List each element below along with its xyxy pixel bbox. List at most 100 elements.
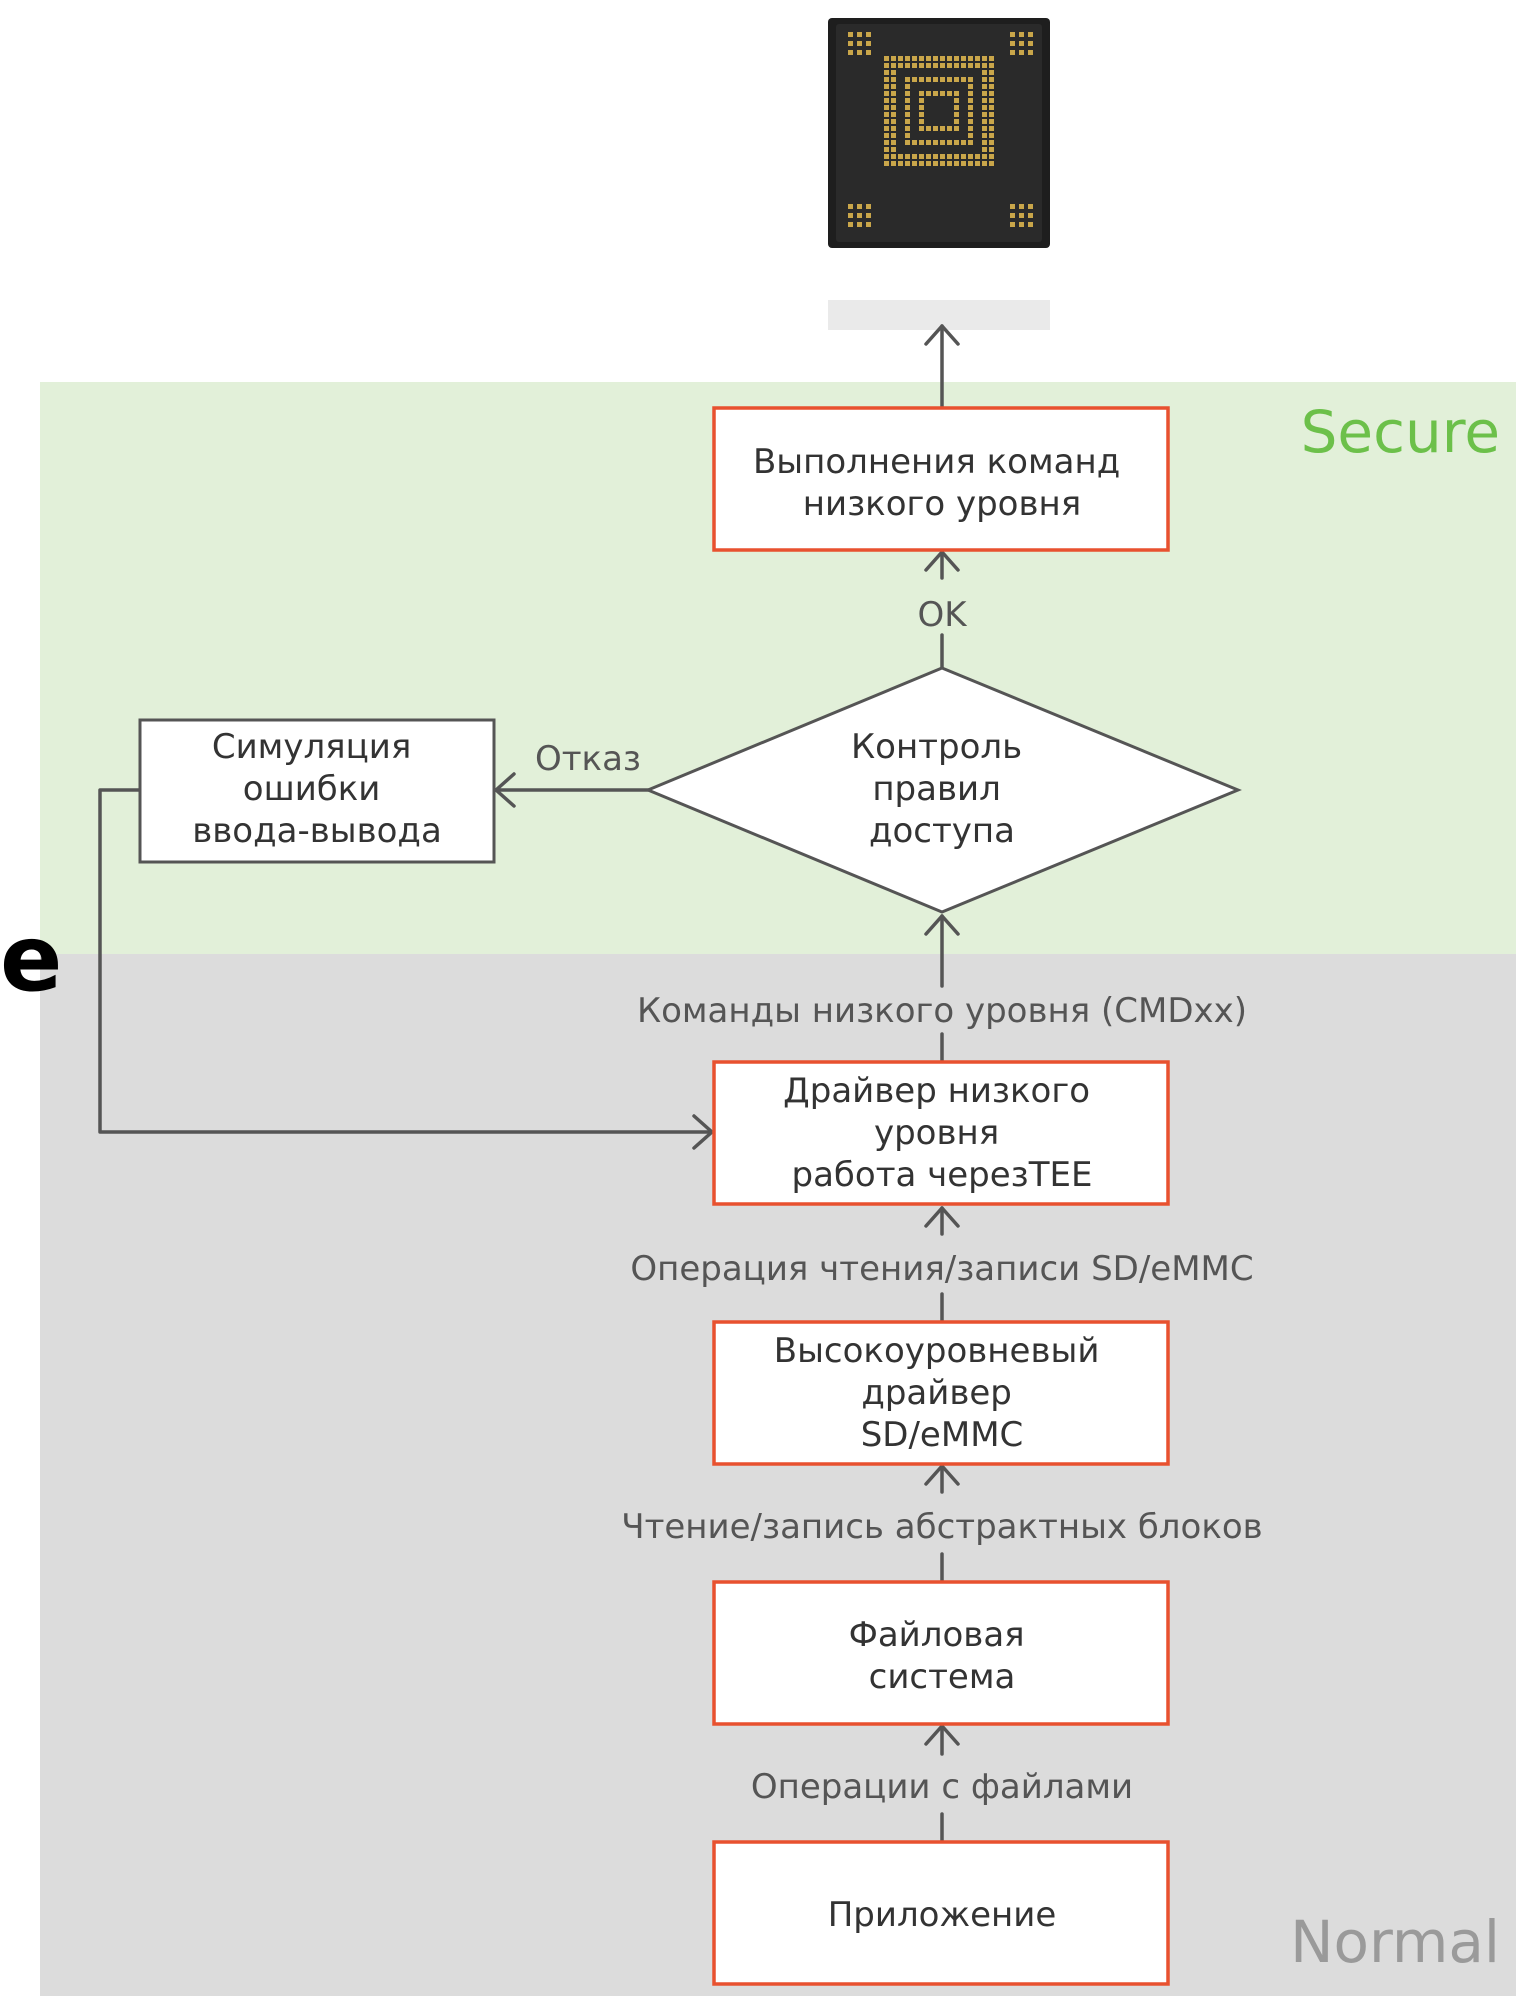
exec-node-label: Выполнения команд низкого уровня bbox=[753, 442, 1131, 524]
chip-ball bbox=[933, 126, 938, 131]
chip-ball bbox=[940, 154, 945, 159]
chip-ball bbox=[968, 77, 973, 82]
chip-ball bbox=[989, 105, 994, 110]
chip-ball bbox=[891, 91, 896, 96]
chip-ball bbox=[891, 84, 896, 89]
io-error-simulation-node bbox=[138, 718, 496, 864]
chip-ball bbox=[940, 56, 945, 61]
lldriver-node-label: Драйвер низкого уровня работа черезTEE bbox=[783, 1071, 1101, 1195]
chip-ball bbox=[1019, 222, 1024, 227]
chip-ball bbox=[891, 154, 896, 159]
chip-ball bbox=[884, 147, 889, 152]
chip-ball bbox=[905, 91, 910, 96]
chip-ball bbox=[1019, 50, 1024, 55]
chip-ball bbox=[866, 32, 871, 37]
chip-ball bbox=[912, 154, 917, 159]
chip-ball bbox=[891, 140, 896, 145]
chip-ball bbox=[848, 204, 853, 209]
chip-ball bbox=[866, 213, 871, 218]
chip-ball bbox=[989, 98, 994, 103]
chip-ball bbox=[1010, 50, 1015, 55]
chip-ball bbox=[905, 133, 910, 138]
chip-ball bbox=[982, 119, 987, 124]
chip-ball bbox=[884, 161, 889, 166]
chip-ball bbox=[989, 91, 994, 96]
reject-arrow-head bbox=[494, 772, 516, 808]
chip-ball bbox=[857, 41, 862, 46]
chip-ball bbox=[1028, 50, 1033, 55]
chip-ball bbox=[905, 98, 910, 103]
chip-ball bbox=[1010, 222, 1015, 227]
chip-ball bbox=[884, 56, 889, 61]
chip-ball bbox=[919, 154, 924, 159]
chip-ball bbox=[982, 105, 987, 110]
chip-ball bbox=[954, 140, 959, 145]
chip-ball bbox=[989, 147, 994, 152]
chip-ball bbox=[989, 63, 994, 68]
chip-ball bbox=[905, 112, 910, 117]
chip-ball bbox=[968, 154, 973, 159]
chip-ball bbox=[891, 133, 896, 138]
chip-ball bbox=[982, 161, 987, 166]
chip-ball bbox=[961, 77, 966, 82]
chip-ball bbox=[866, 222, 871, 227]
chip-ball bbox=[933, 77, 938, 82]
chip-ball bbox=[1028, 204, 1033, 209]
chip-ball bbox=[947, 56, 952, 61]
chip-ball bbox=[968, 105, 973, 110]
chip-ball bbox=[989, 161, 994, 166]
sim-feedback-arrow-head bbox=[692, 1114, 714, 1150]
chip-ball bbox=[905, 105, 910, 110]
chip-ball bbox=[884, 105, 889, 110]
chip-ball bbox=[866, 41, 871, 46]
chip-ball bbox=[968, 98, 973, 103]
rw-sd-edge-label: Операция чтения/записи SD/eMMC bbox=[630, 1249, 1253, 1289]
chip-ball bbox=[940, 91, 945, 96]
chip-ball bbox=[891, 112, 896, 117]
chip-ball bbox=[1019, 41, 1024, 46]
chip-ball bbox=[926, 161, 931, 166]
chip-ball bbox=[940, 161, 945, 166]
chip-ball bbox=[947, 161, 952, 166]
chip-ball bbox=[947, 63, 952, 68]
chip-ball bbox=[982, 112, 987, 117]
chip-ball bbox=[940, 77, 945, 82]
chip-ball bbox=[919, 161, 924, 166]
secure-zone-label: Secure bbox=[1301, 398, 1500, 466]
chip-ball bbox=[912, 161, 917, 166]
chip-ball bbox=[968, 56, 973, 61]
chip-ball bbox=[989, 133, 994, 138]
chip-ball bbox=[982, 63, 987, 68]
chip-ball bbox=[919, 140, 924, 145]
chip-ball bbox=[884, 126, 889, 131]
chip-ball bbox=[905, 140, 910, 145]
chip-ball bbox=[982, 140, 987, 145]
chip-ball bbox=[919, 112, 924, 117]
chip-ball bbox=[884, 91, 889, 96]
chip-ball bbox=[989, 126, 994, 131]
chip-ball bbox=[848, 213, 853, 218]
chip-ball bbox=[926, 91, 931, 96]
chip-ball bbox=[926, 154, 931, 159]
chip-ball bbox=[989, 140, 994, 145]
chip-ball bbox=[919, 98, 924, 103]
chip-ball bbox=[884, 98, 889, 103]
chip-ball bbox=[1019, 32, 1024, 37]
chip-ball bbox=[848, 50, 853, 55]
chip-ball bbox=[857, 32, 862, 37]
chip-ball bbox=[884, 63, 889, 68]
chip-ball bbox=[954, 91, 959, 96]
chip-ball bbox=[898, 154, 903, 159]
chip-ball bbox=[954, 77, 959, 82]
chip-ball bbox=[884, 112, 889, 117]
sim-feedback-line bbox=[98, 788, 714, 1134]
chip-ball bbox=[866, 204, 871, 209]
chip-ball bbox=[848, 222, 853, 227]
exec-low-level-node bbox=[712, 406, 1170, 552]
chip-ball bbox=[926, 63, 931, 68]
hldriver-node-label: Высокоуровневый драйвер SD/eMMC bbox=[774, 1331, 1111, 1455]
chip-ball bbox=[884, 119, 889, 124]
rw-sd-arrow-head bbox=[924, 1206, 960, 1228]
chip-ball bbox=[912, 56, 917, 61]
chip-ball bbox=[989, 119, 994, 124]
